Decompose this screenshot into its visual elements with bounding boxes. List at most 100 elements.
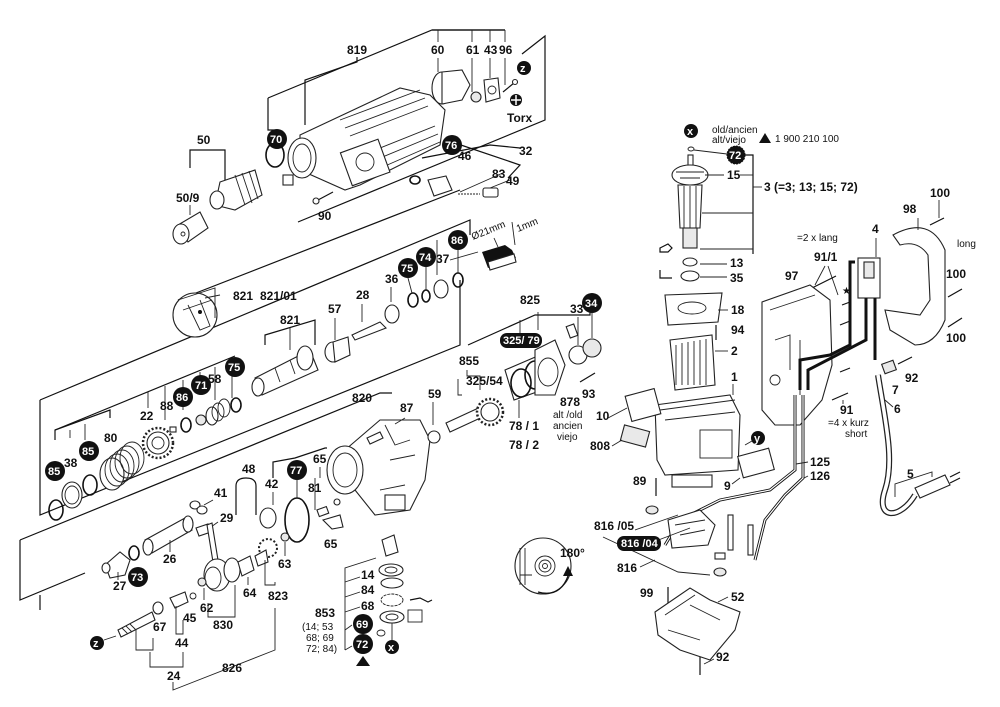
label-91: 91 bbox=[840, 403, 854, 417]
label-67: 67 bbox=[153, 620, 167, 634]
puller-tool-icon bbox=[659, 243, 673, 253]
part-5-plug bbox=[894, 471, 961, 499]
part-65-screw bbox=[333, 498, 341, 506]
switch-wire-a bbox=[798, 260, 855, 390]
triangle-marker-top bbox=[759, 133, 771, 143]
part-13-bearing bbox=[682, 257, 698, 267]
label-96: 96 bbox=[499, 43, 513, 57]
badge-75-lower: 75 bbox=[225, 357, 245, 377]
housing-819 bbox=[267, 29, 522, 191]
label-89: 89 bbox=[633, 474, 647, 488]
label-35: 35 bbox=[730, 271, 744, 285]
label-26: 26 bbox=[163, 552, 177, 566]
label-22: 22 bbox=[140, 409, 154, 423]
label-old-ancien: old/ancien bbox=[712, 125, 758, 136]
part-37-ring bbox=[433, 279, 449, 299]
badge-76: 76 bbox=[442, 135, 462, 155]
label-808: 808 bbox=[590, 439, 610, 453]
label-28: 28 bbox=[356, 288, 370, 302]
badge-73: 73 bbox=[128, 567, 148, 587]
label-33: 33 bbox=[570, 302, 584, 316]
part-2-field-coil bbox=[669, 334, 716, 391]
svg-text:85: 85 bbox=[82, 446, 94, 458]
label-18: 18 bbox=[731, 303, 745, 317]
svg-text:75: 75 bbox=[401, 263, 413, 275]
part-58-sleeve bbox=[205, 398, 231, 426]
svg-text:70: 70 bbox=[270, 134, 282, 146]
label-100-bottom: 100 bbox=[946, 331, 966, 345]
housing-window bbox=[339, 138, 391, 187]
group-frames bbox=[19, 29, 546, 610]
label-alt-old: alt /old bbox=[553, 410, 582, 421]
label-816-05: 816 /05 bbox=[594, 519, 634, 533]
part-821-tube bbox=[251, 345, 319, 397]
svg-text:85: 85 bbox=[48, 466, 60, 478]
part-100-screw-a bbox=[929, 217, 945, 226]
label-93: 93 bbox=[582, 387, 596, 401]
label-10: 10 bbox=[596, 409, 610, 423]
part-85-ring-a bbox=[48, 499, 64, 521]
svg-text:86: 86 bbox=[451, 235, 463, 247]
press-tool-icon bbox=[407, 609, 423, 623]
part-41-washer-a bbox=[189, 500, 201, 510]
label-80: 80 bbox=[104, 431, 118, 445]
svg-text:75: 75 bbox=[228, 362, 240, 374]
assembly-830 bbox=[197, 522, 290, 592]
label-90: 90 bbox=[318, 209, 332, 223]
part-61 bbox=[470, 91, 482, 103]
label-long: long bbox=[957, 239, 976, 250]
svg-text:y: y bbox=[754, 433, 761, 445]
part-72-oring bbox=[376, 629, 386, 637]
label-823: 823 bbox=[268, 589, 288, 603]
part-878-housing bbox=[534, 339, 566, 396]
x-marker-top: x bbox=[684, 124, 698, 138]
label-5: 5 bbox=[907, 467, 914, 481]
label-60: 60 bbox=[431, 43, 445, 57]
part-75-oring bbox=[407, 292, 419, 308]
part-65-lever bbox=[321, 514, 344, 530]
label-87: 87 bbox=[400, 401, 414, 415]
svg-text:325/ 79: 325/ 79 bbox=[503, 335, 540, 347]
label-7: 7 bbox=[892, 383, 899, 397]
label-821: 821 bbox=[280, 313, 300, 327]
frame-819-right bbox=[297, 34, 546, 223]
part-86-oring bbox=[452, 272, 464, 288]
part-80-spring bbox=[99, 441, 145, 491]
assembly-24 bbox=[117, 591, 197, 638]
part-74-oring bbox=[421, 289, 431, 303]
label-49: 49 bbox=[506, 174, 520, 188]
svg-text:x: x bbox=[388, 642, 395, 654]
label-14: 14 bbox=[361, 568, 375, 582]
part-9-label bbox=[737, 447, 775, 479]
svg-text:77: 77 bbox=[290, 465, 302, 477]
assembly-825 bbox=[467, 295, 602, 401]
label-65-lower: 65 bbox=[324, 537, 338, 551]
part-93-screw bbox=[579, 372, 596, 383]
part-85-ring-b bbox=[82, 474, 98, 496]
badge-816-04: 816 /04 bbox=[617, 536, 661, 551]
label-50: 50 bbox=[197, 133, 211, 147]
commutator bbox=[682, 227, 698, 249]
badge-85-left: 85 bbox=[45, 461, 65, 481]
part-75-ring bbox=[230, 397, 242, 413]
svg-text:34: 34 bbox=[585, 298, 598, 310]
z-marker-text: z bbox=[520, 63, 526, 75]
z-marker-top: z bbox=[517, 61, 531, 75]
label-84: 84 bbox=[361, 583, 375, 597]
part-67-bearing bbox=[152, 601, 164, 615]
label-825: 825 bbox=[520, 293, 540, 307]
label-59: 59 bbox=[428, 387, 442, 401]
part-brush-spring-a bbox=[727, 514, 734, 551]
badge-77: 77 bbox=[287, 460, 307, 480]
detail-180-spring bbox=[514, 537, 573, 595]
frame-820-left bbox=[19, 540, 86, 601]
svg-text:72: 72 bbox=[729, 150, 741, 162]
part-18-baffle bbox=[664, 292, 723, 326]
part-100-screw-b bbox=[947, 288, 963, 298]
frame-shaft-top bbox=[39, 219, 471, 401]
label-91-1: 91/1 bbox=[814, 250, 838, 264]
part-27-tool-holder bbox=[101, 551, 131, 579]
badge-72-lower: 72 bbox=[353, 634, 373, 654]
label-92-lower: 92 bbox=[716, 650, 730, 664]
